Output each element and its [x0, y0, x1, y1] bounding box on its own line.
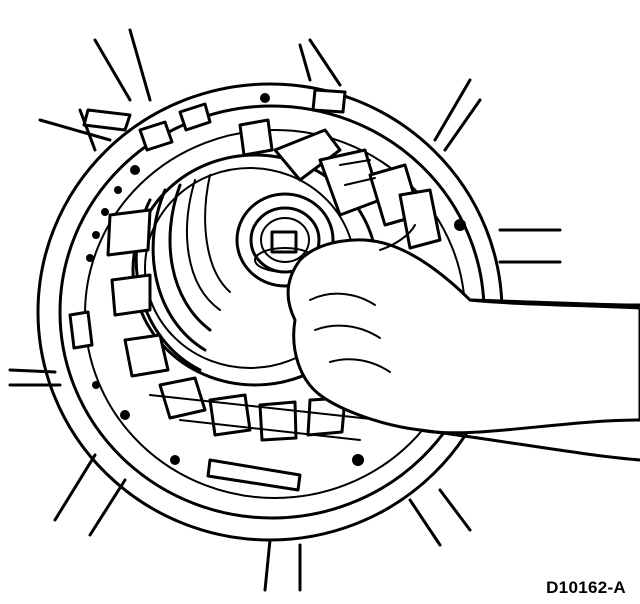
forearm	[418, 298, 640, 462]
flange-slots	[68, 88, 347, 492]
housing-ribs	[8, 28, 562, 592]
pump-alignment-tool	[273, 128, 442, 250]
hand-illustration	[286, 224, 640, 435]
bolt-holes	[86, 93, 466, 466]
input-shaft-hub	[235, 192, 335, 288]
figure-id-label: D10162-A	[546, 578, 626, 597]
drum-lugs	[106, 118, 381, 442]
